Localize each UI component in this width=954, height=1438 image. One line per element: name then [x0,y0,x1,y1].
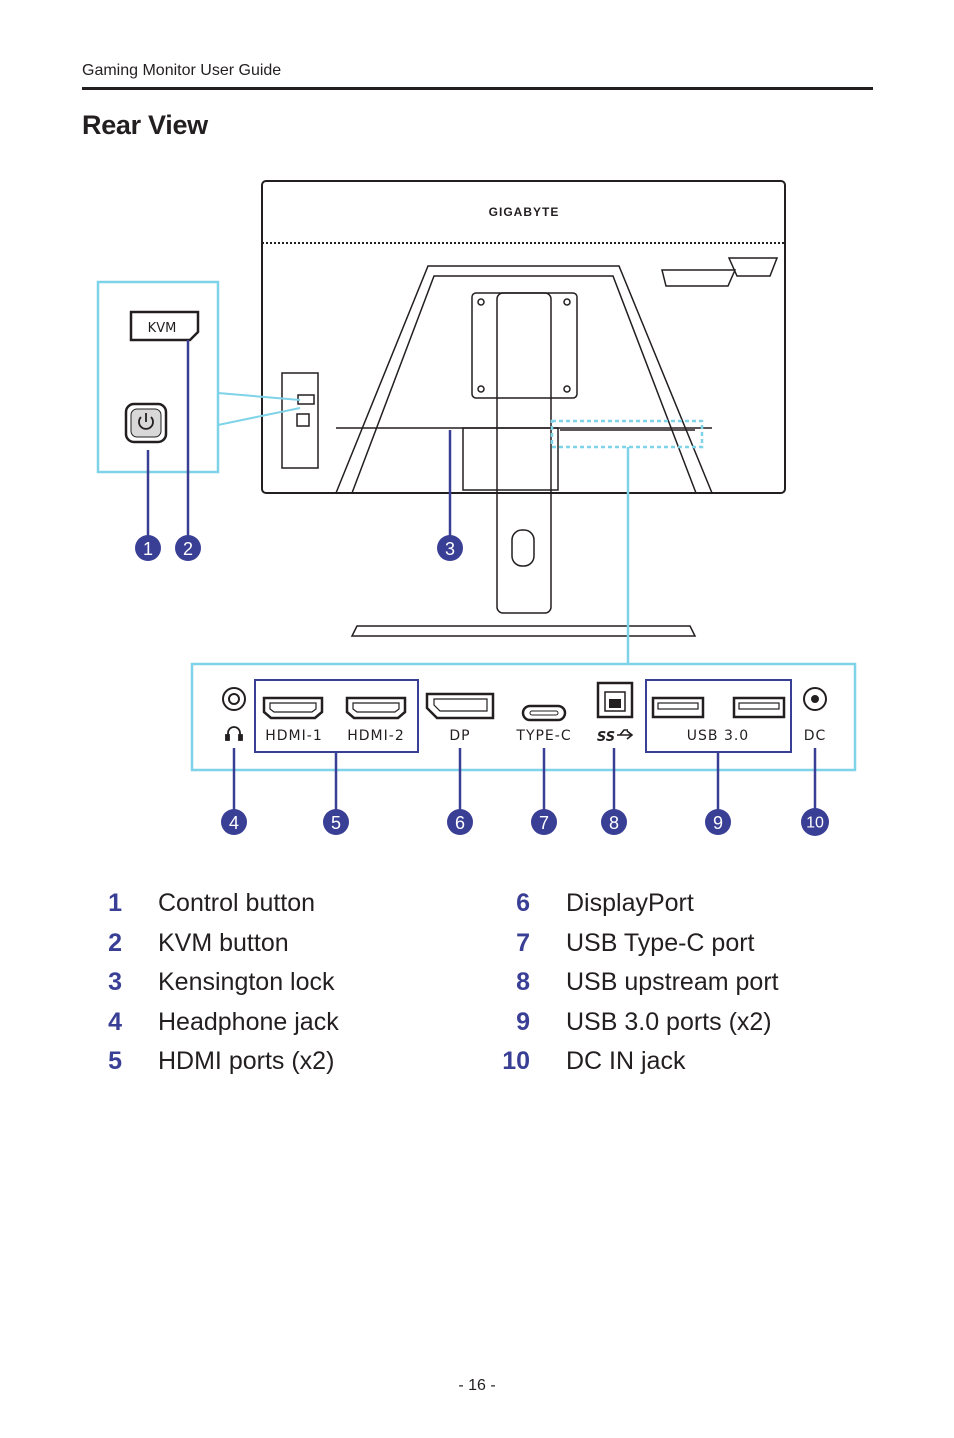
legend-item: 3 Kensington lock [82,963,339,1003]
hdmi-1-label: HDMI-1 [265,728,322,744]
legend-right: 6 DisplayPort 7 USB Type-C port 8 USB upstr… [490,884,779,1082]
legend-item: 9 USB 3.0 ports (x2) [490,1003,779,1043]
legend-item: 6 DisplayPort [490,884,779,924]
legend-num: 10 [502,1047,530,1076]
callout-6: 6 [455,813,465,833]
callout-lines-bottom [232,748,817,810]
callout-badges [135,535,829,836]
legend-item: 7 USB Type-C port [490,924,779,964]
callout-2: 2 [183,539,193,559]
usb-3-port-1 [651,696,705,719]
legend-label: USB Type-C port [566,928,755,957]
legend-label: USB 3.0 ports (x2) [566,1007,772,1036]
legend-num: 8 [516,968,530,997]
header-rule [82,87,873,90]
usb-3-label: USB 3.0 [687,728,749,744]
legend-label: DC IN jack [566,1047,686,1076]
power-icon [138,413,154,430]
legend-label: KVM button [158,928,289,957]
callout-9: 9 [713,813,723,833]
callout-8: 8 [609,813,619,833]
callout-1: 1 [143,539,153,559]
legend-label: Control button [158,889,316,918]
hdmi-2-port [345,696,407,720]
port-panel: HDMI-1 HDMI-2 DP TYPE-C SS [190,662,857,772]
legend-item: 5 HDMI ports (x2) [82,1042,339,1082]
headphone-icon [225,726,243,741]
callout-lines-top [146,340,452,536]
kvm-key-label: KVM [148,321,177,336]
running-header: Gaming Monitor User Guide [82,62,282,79]
dc-jack [803,687,827,711]
monitor-rear [261,180,786,637]
legend-label: HDMI ports (x2) [158,1047,335,1076]
section-title: Rear View [82,110,208,140]
legend-num: 4 [108,1007,122,1036]
type-c-port [521,704,567,722]
legend-label: DisplayPort [566,889,694,918]
legend-num: 1 [108,889,122,918]
callout-10: 10 [806,815,824,832]
page-number: - 16 - [458,1377,496,1394]
displayport-port [425,692,495,720]
callout-3: 3 [445,539,455,559]
legend-label: Kensington lock [158,968,335,997]
brand-logo: GIGABYTE [489,205,560,219]
legend-label: USB upstream port [566,968,779,997]
legend-item: 2 KVM button [82,924,339,964]
legend-item: 4 Headphone jack [82,1003,339,1043]
dp-label: DP [449,728,470,744]
svg-text:SS: SS [597,730,615,745]
port-strip-mini [550,419,704,449]
dc-label: DC [804,728,827,744]
rear-view-diagram: GIGABYTE KVM [96,180,857,836]
type-c-label: TYPE-C [515,728,571,744]
legend-num: 2 [108,928,122,957]
hdmi-2-label: HDMI-2 [347,728,404,744]
usb-superspeed-icon: SS [597,729,634,745]
legend-item: 10 DC IN jack [490,1042,779,1082]
callout-4: 4 [229,813,239,833]
control-zoom: KVM [96,280,301,474]
legend-num: 7 [516,928,530,957]
hdmi-1-port [262,696,324,720]
legend-num: 9 [516,1007,530,1036]
legend-num: 3 [108,968,122,997]
legend-item: 1 Control button [82,884,339,924]
headphone-jack [222,687,246,711]
usb-upstream-port [596,681,634,719]
legend-item: 8 USB upstream port [490,963,779,1003]
legend-label: Headphone jack [158,1007,339,1036]
callout-7: 7 [539,813,549,833]
legend-num: 6 [516,889,530,918]
callout-5: 5 [331,813,341,833]
legend-left: 1 Control button 2 KVM button 3 Kensington … [82,884,339,1082]
legend-num: 5 [108,1047,122,1076]
usb-3-port-2 [732,696,786,719]
